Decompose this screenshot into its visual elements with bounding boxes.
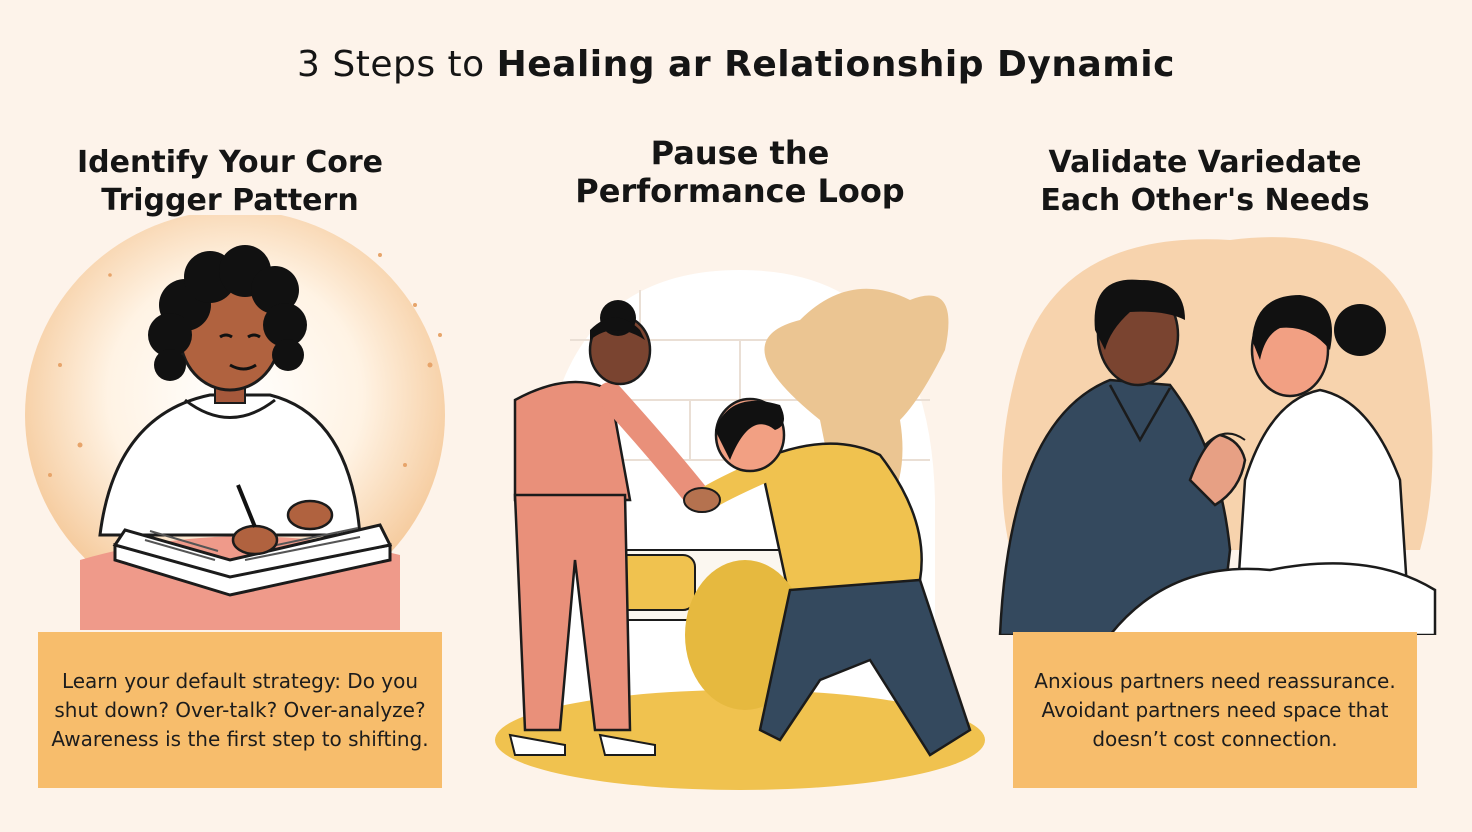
step-3-heading: Validate Variedate Each Other's Needs — [1040, 145, 1370, 218]
step-3-description-card: Anxious partners need reassurance. Avoid… — [1013, 632, 1417, 788]
step-1-description-card: Learn your default strategy: Do you shut… — [38, 632, 442, 788]
pausing-couple-illustration — [495, 270, 985, 790]
journaling-person-illustration — [25, 215, 445, 630]
couple-holding-hands-illustration — [998, 237, 1437, 635]
step-1-heading: Identify Your Core Trigger Pattern — [77, 145, 383, 218]
page-title: 3 Steps to Healing ar Relationship Dynam… — [297, 44, 1175, 85]
step-2-heading: Pause the Performance Loop — [575, 134, 905, 210]
